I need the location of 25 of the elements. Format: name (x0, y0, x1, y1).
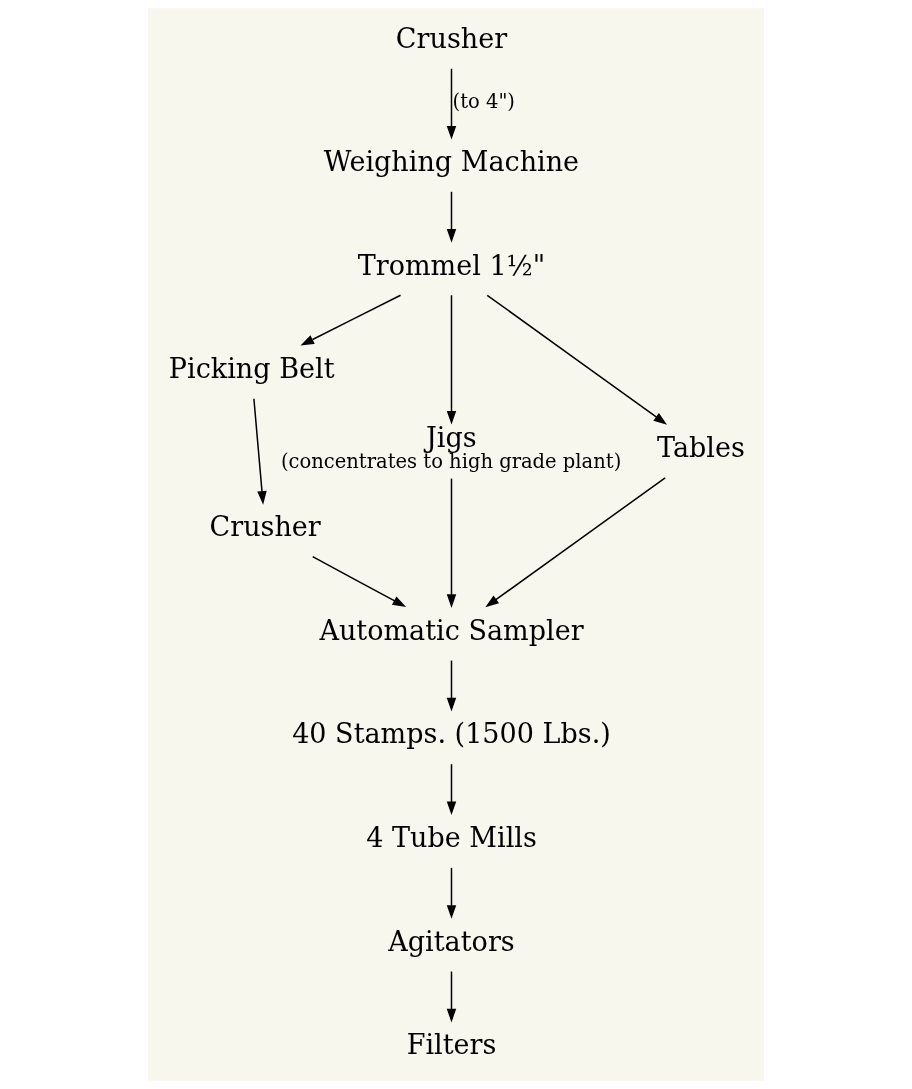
arrow (486, 294, 668, 425)
arrow (446, 763, 457, 816)
node-text: Crusher (209, 511, 321, 543)
arrow (446, 659, 457, 712)
arrow (446, 477, 457, 608)
edge-label: (to 4") (452, 89, 516, 113)
arrow (446, 970, 457, 1023)
node-text: Trommel 1½" (357, 249, 546, 281)
arrow (300, 294, 402, 346)
node-text: Agitators (388, 925, 515, 957)
node-text: Crusher (395, 22, 508, 54)
node-text: Tables (656, 432, 745, 464)
node-text: Automatic Sampler (319, 614, 584, 646)
arrow (253, 398, 267, 505)
arrow (446, 191, 457, 243)
node-text: Filters (406, 1029, 497, 1061)
node-text: Weighing Machine (323, 145, 580, 177)
node-text: 4 Tube Mills (366, 822, 537, 854)
arrow (311, 555, 407, 608)
arrow (446, 867, 457, 919)
arrow (446, 68, 457, 140)
arrow (485, 477, 666, 608)
arrow (446, 294, 457, 425)
node-text: 40 Stamps. (1500 Lbs.) (292, 718, 611, 750)
node-text: Picking Belt (168, 353, 335, 385)
